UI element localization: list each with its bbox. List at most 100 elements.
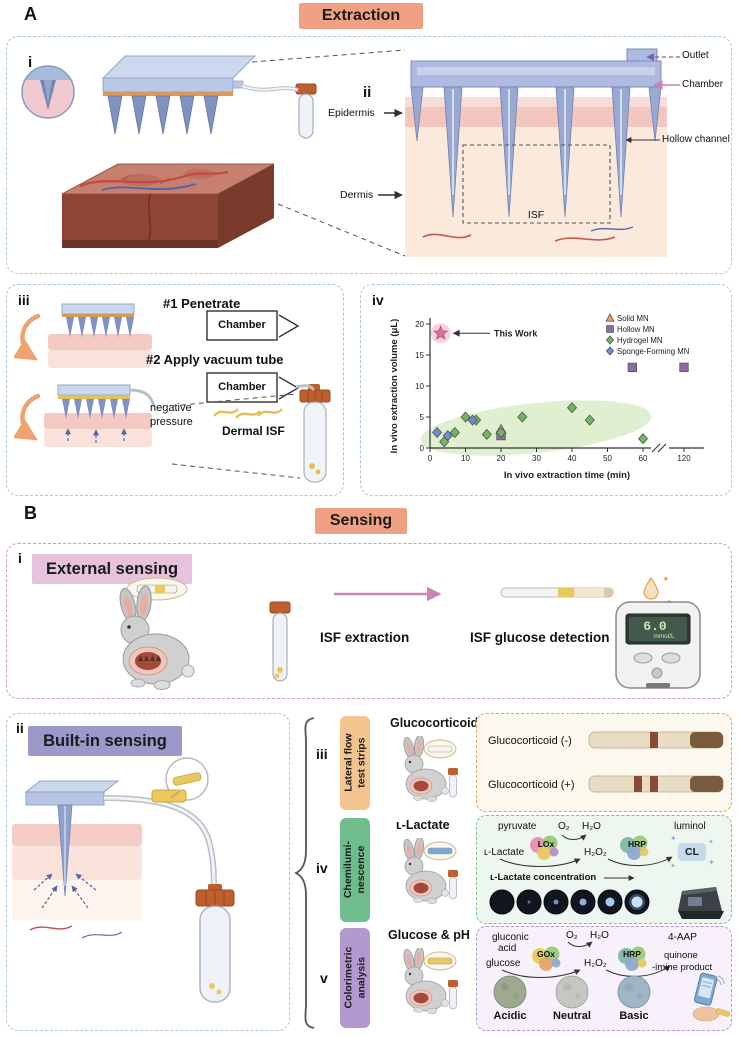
panel-a-iii-label: iii	[18, 292, 30, 308]
svg-text:60: 60	[639, 454, 648, 463]
lateral-flow-result-box	[476, 713, 732, 812]
rabbit-illustration	[403, 736, 458, 803]
svg-text:0: 0	[428, 454, 433, 463]
svg-text:40: 40	[568, 454, 577, 463]
glucose-test-strip-icon	[500, 587, 614, 598]
svg-text:Sponge-Forming MN: Sponge-Forming MN	[617, 347, 689, 356]
test-strip-positive	[588, 775, 724, 793]
test-strip-negative	[588, 731, 724, 749]
panel-b-ii-label: ii	[16, 720, 24, 736]
acid-label: acid	[498, 943, 517, 954]
h2o-label: H₂O	[582, 821, 601, 832]
svg-text:10: 10	[461, 454, 470, 463]
glucocorticoid-label: Glucocorticoid	[390, 716, 479, 730]
penetrate-illustration	[48, 303, 152, 368]
svg-text:10: 10	[415, 382, 424, 391]
basic-label: Basic	[619, 1010, 649, 1022]
svg-text:20: 20	[497, 454, 506, 463]
gox-label: GOx	[537, 949, 555, 959]
dermis-label: Dermis	[340, 189, 374, 201]
svg-text:120: 120	[677, 454, 691, 463]
negative-pressure-label: negative pressure	[150, 402, 193, 428]
outlet-label: Outlet	[682, 50, 709, 61]
side-label-line: Colorimetric	[342, 947, 355, 1009]
svg-text:In vivo extraction volume (μL): In vivo extraction volume (μL)	[389, 319, 400, 454]
isf-label: ISF	[521, 209, 551, 221]
lactate-label: ʟ-Lactate	[484, 847, 525, 858]
sparkle-icon: ✦	[708, 858, 715, 867]
svg-text:Hydrogel MN: Hydrogel MN	[617, 336, 663, 345]
glucose-ph-label: Glucose & pH	[388, 928, 470, 942]
svg-text:0: 0	[420, 444, 425, 453]
skin-tissue-illustration	[61, 163, 275, 248]
meter-reading: 6.0	[643, 619, 667, 634]
built-in-sensing-illustration	[12, 780, 235, 1003]
aap-label: 4-AAP	[668, 932, 697, 943]
o2-label: O₂	[558, 821, 570, 832]
step1-label: #1 Penetrate	[163, 296, 241, 311]
dermal-isf-label: Dermal ISF	[222, 424, 285, 438]
pyruvate-label: pyruvate	[498, 821, 537, 832]
chamber-callout-2-label: Chamber	[218, 381, 266, 393]
imine-product-label: -imine product	[652, 962, 713, 973]
lateral-flow-side-label: Lateral flow test strips	[340, 716, 370, 810]
neutral-label: Neutral	[553, 1010, 591, 1022]
svg-text:This Work: This Work	[494, 328, 538, 338]
glucose-meter	[615, 601, 701, 689]
grouping-brace	[294, 717, 315, 1029]
svg-text:In vivo extraction time (min): In vivo extraction time (min)	[504, 470, 630, 481]
rabbit-illustration	[403, 838, 458, 905]
row-iv-label: iv	[316, 860, 328, 876]
panel-a-i-label: i	[28, 54, 33, 71]
microneedle-tip-inset-icon	[21, 65, 75, 119]
h2o2-label: H₂O₂	[584, 847, 607, 858]
acidic-label: Acidic	[493, 1010, 527, 1022]
svg-text:30: 30	[532, 454, 541, 463]
vacuum-tube-icon	[269, 601, 291, 682]
panel-a-box	[6, 36, 732, 274]
sparkle-icon: ✦	[662, 574, 670, 584]
h2o-label: H₂O	[590, 930, 609, 941]
microneedle-device-illustration	[101, 55, 257, 135]
chemiluminescence-side-label: Chemilumi- nescence	[340, 818, 370, 922]
panel-b-i-label: i	[18, 550, 22, 566]
row-iii-label: iii	[316, 746, 328, 762]
svg-text:50: 50	[603, 454, 612, 463]
meter-unit: mmol/L	[653, 633, 675, 640]
side-label-line: analysis	[355, 957, 368, 999]
colorimetric-scheme	[493, 941, 731, 1022]
strip-negative-label: Glucocorticoid (-)	[488, 735, 572, 747]
hrp-label: HRP	[623, 949, 641, 959]
sparkle-icon: ✦	[708, 839, 714, 846]
chamber-label: Chamber	[682, 79, 724, 90]
hrp-label: HRP	[628, 839, 646, 849]
panel-a-iv-label: iv	[372, 292, 384, 308]
chamber-callout-1-label: Chamber	[218, 319, 266, 331]
step2-label: #2 Apply vacuum tube	[146, 352, 284, 367]
rabbit-illustration	[119, 585, 195, 690]
panel-a-ii-label: ii	[363, 84, 372, 101]
sensing-title: Sensing	[315, 508, 407, 534]
isf-extraction-label: ISF extraction	[320, 630, 410, 645]
vacuum-tube-icon	[295, 83, 317, 139]
o2-label: O₂	[566, 930, 578, 941]
glucose-label: glucose	[486, 958, 521, 969]
lactate-analyte-label: ʟ-Lactate	[396, 818, 450, 832]
extraction-title: Extraction	[299, 3, 423, 29]
epidermis-label: Epidermis	[328, 107, 375, 119]
isf-glucose-detection-label: ISF glucose detection	[470, 630, 610, 645]
side-label-line: nescence	[355, 846, 368, 894]
vacuum-tube-icon	[299, 384, 331, 483]
panel-a-label: A	[24, 4, 37, 24]
hollow-channel-label: Hollow channel	[662, 134, 730, 145]
side-label-line: Lateral flow	[342, 733, 355, 793]
chamber-callout-1	[206, 310, 300, 341]
sparkle-icon: ✦	[670, 863, 676, 870]
droplet-icon	[643, 576, 659, 600]
chemiluminescence-scheme	[489, 834, 724, 919]
rabbit-illustration	[403, 948, 458, 1015]
panel-b-label: B	[24, 503, 37, 523]
panel-b-i-box	[6, 543, 732, 699]
